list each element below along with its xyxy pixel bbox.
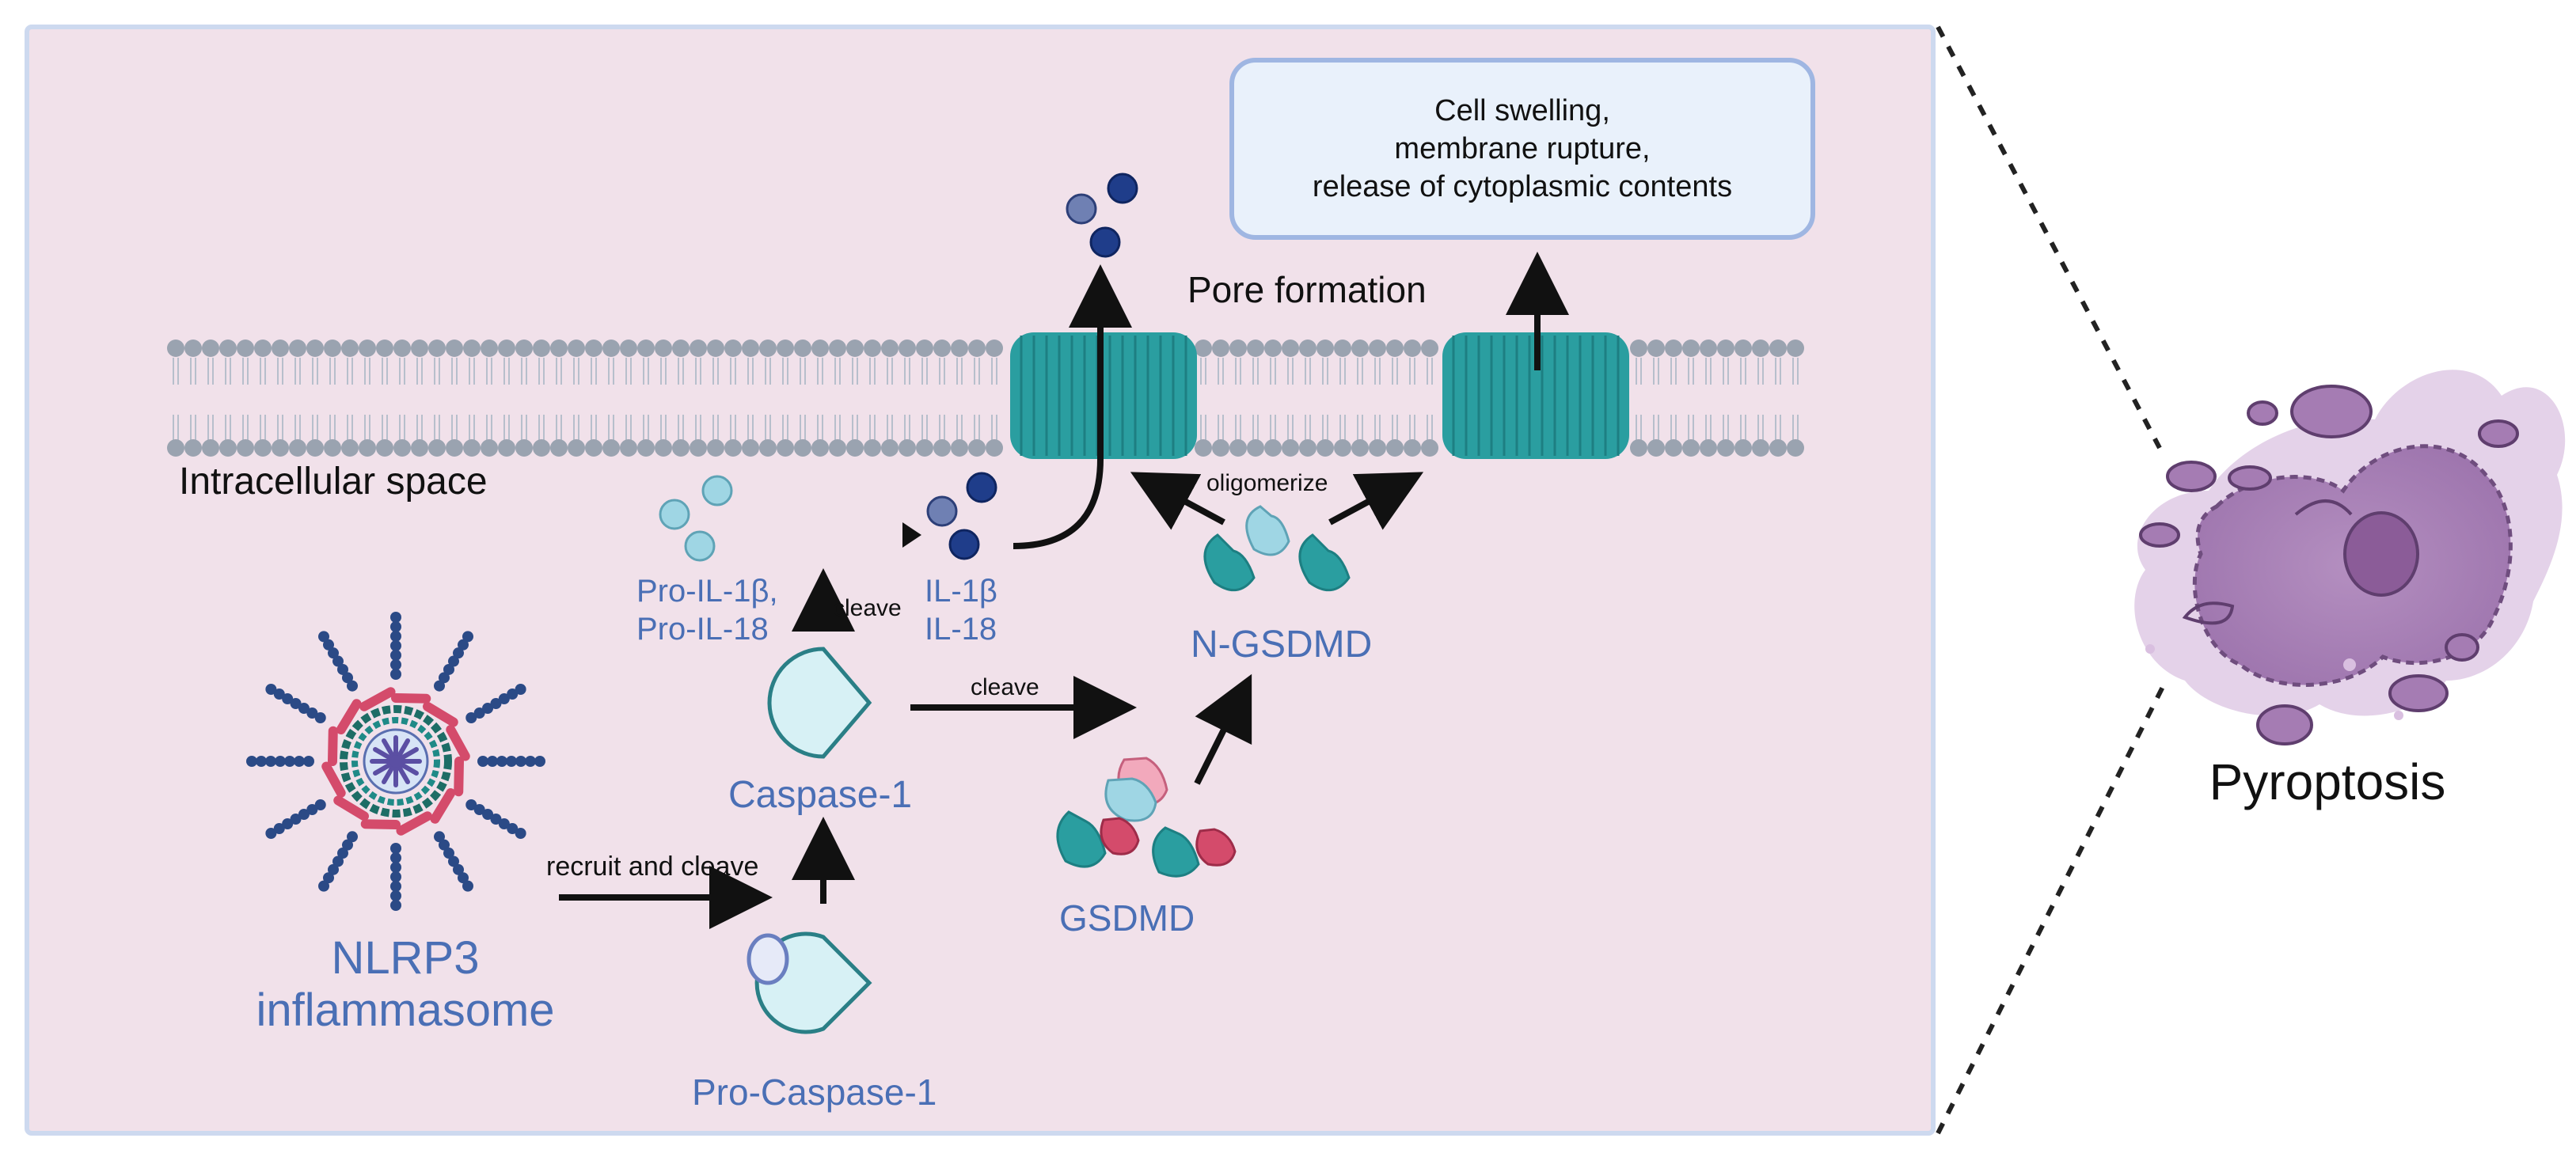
pyroptosis-label: Pyroptosis [2209,753,2446,810]
gsdmd-pore-right [1442,332,1629,459]
recruit-label: recruit and cleave [546,852,758,882]
il-label-2: IL-18 [925,612,997,647]
caspase-1-label: Caspase-1 [728,774,912,816]
pro-il-label-2: Pro-IL-18 [636,612,769,647]
pro-il-bead [659,499,690,530]
outcome-box [1229,58,1815,240]
intracellular-space-label: Intracellular space [179,461,488,503]
caspase-1-shape [767,647,872,759]
nlrp3-label-1: NLRP3 [332,932,480,984]
outcome-text-1: Cell swelling, [1434,94,1610,127]
pro-caspase-1-label: Pro-Caspase-1 [692,1072,937,1113]
nlrp3-inflammasome-icon [246,612,545,911]
il-label-1: IL-1β [925,574,997,609]
oligomerize-arrow-right [1328,472,1424,530]
gsdmd-label: GSDMD [1059,897,1195,939]
pro-il-bead [684,530,716,562]
intracellular-panel [25,25,1936,1136]
pro-il-bead [701,475,733,506]
mature-il-bead [926,495,958,527]
pyroptotic-cell-icon [2134,370,2566,745]
pro-il-label-1: Pro-IL-1β, [636,574,778,609]
zoom-line-bottom [1936,679,2168,1135]
mature-il-bead [948,529,980,560]
oligomerize-label: oligomerize [1206,470,1328,496]
zoom-line-top [1936,25,2162,450]
il-release-arrow [1013,264,1132,549]
outcome-text-2: membrane rupture, [1394,132,1650,165]
cleave-gsdmd-label: cleave [971,674,1039,700]
released-il-bead [1107,173,1138,204]
n-gsdmd-label: N-GSDMD [1191,624,1372,666]
gsdmd-complexes [1056,757,1237,878]
pore-formation-label: Pore formation [1187,269,1427,310]
n-gsdmd-fragments [1203,505,1351,592]
outcome-text-3: release of cytoplasmic contents [1313,170,1732,203]
oligomerize-arrow-left [1130,472,1225,530]
maturation-arrowhead [902,522,921,548]
cleave-il-label: cleave [833,595,902,621]
nlrp3-label-2: inflammasome [256,984,554,1036]
cell-membrane [167,340,1804,457]
pro-caspase-1-shape [747,931,872,1034]
mature-il-bead [966,472,997,503]
released-il-bead [1066,193,1097,225]
released-il-bead [1089,226,1121,258]
gsdmd-to-ngsdmd-arrow [1194,673,1252,785]
